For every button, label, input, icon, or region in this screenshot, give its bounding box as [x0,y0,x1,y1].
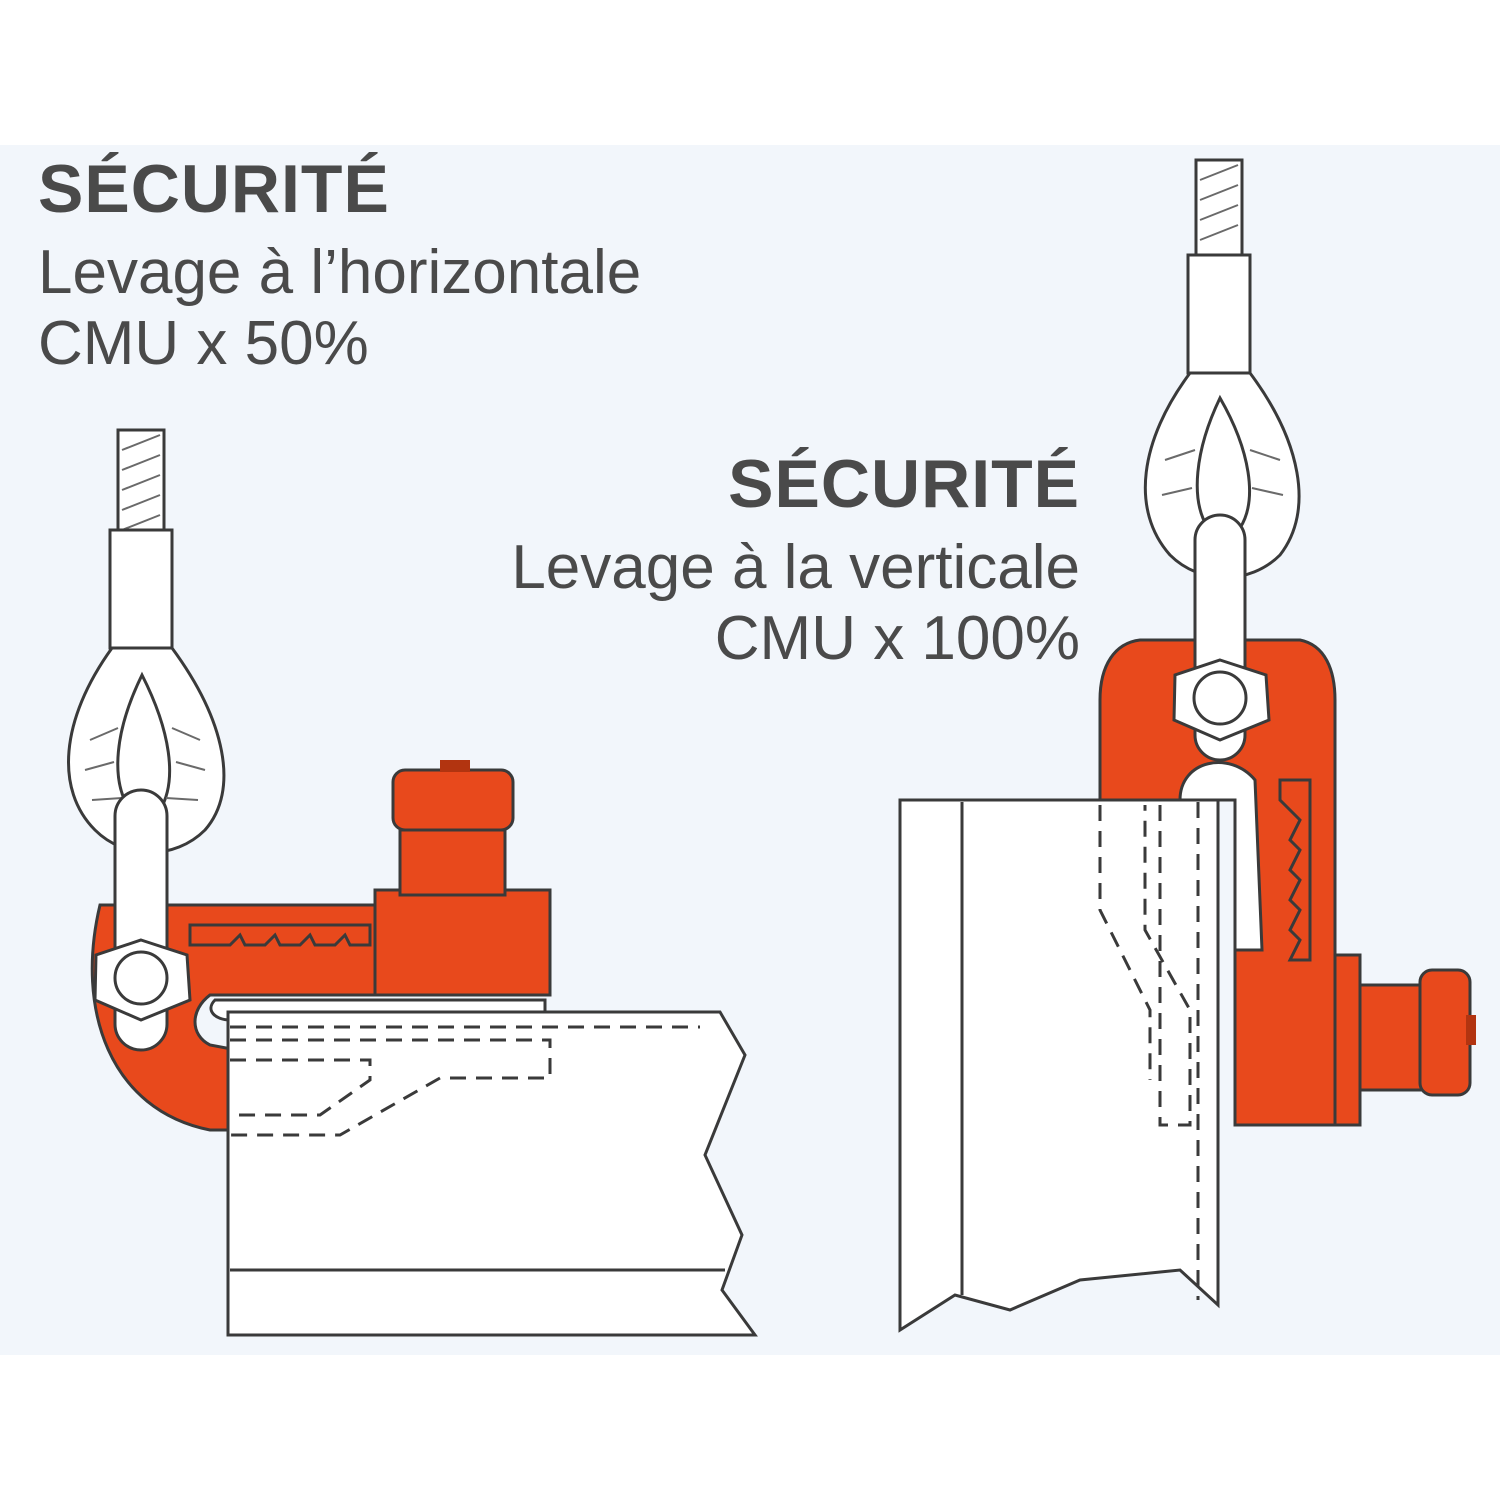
steel-plate-horizontal [226,1010,758,1337]
vertical-capacity: CMU x 100% [714,604,1080,674]
wire-rope-right [1194,158,1244,262]
horizontal-title: SÉCURITÉ [38,151,390,227]
lock-knob-left [398,828,507,897]
ferrule-left [108,528,174,650]
vertical-title: SÉCURITÉ [728,446,1080,522]
vertical-mode: Levage à la verticale [511,533,1080,602]
horizontal-lift-caption: SÉCURITÉ Levage à l’horizontale CMU x 50… [38,155,641,380]
horizontal-capacity: CMU x 50% [38,309,369,379]
horizontal-lift-illustration [67,428,758,1337]
clamp-body-right [1098,638,1337,1127]
ferrule-right [1186,253,1252,375]
lock-block-left [373,888,552,997]
vertical-lift-illustration [898,158,1476,1333]
steel-plate-vertical [898,798,1220,1333]
wire-rope-left [116,428,166,537]
lock-block-right [1333,953,1362,1127]
horizontal-mode: Levage à l’horizontale [38,238,642,307]
lock-knob-right [1358,983,1427,1092]
vertical-lift-caption: SÉCURITÉ Levage à la verticale CMU x 100… [511,450,1080,675]
